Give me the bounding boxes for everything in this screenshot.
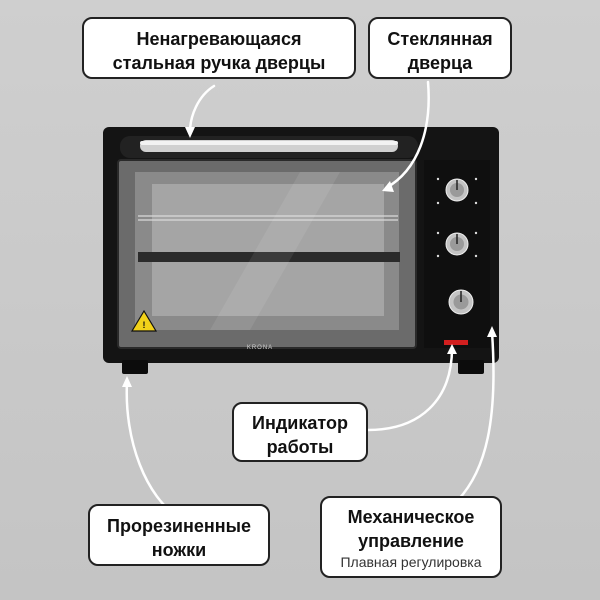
oven-foot-left [122,360,148,374]
arrow-glass-door [384,80,430,190]
callout-glass-door: Стеклянная дверца [368,17,512,79]
callout-handle-text: Ненагревающаяся стальная ручка дверцы [112,29,326,73]
callout-feet: Прорезиненные ножки [88,504,270,566]
callout-handle: Ненагревающаяся стальная ручка дверцы [82,17,356,79]
callout-glass-door-text: Стеклянная дверца [387,29,493,73]
arrow-indicator [366,346,454,432]
callout-control-subtext: Плавная регулировка [340,554,482,570]
callout-indicator: Индикатор работы [232,402,368,462]
arrow-heads [122,127,497,387]
callout-control-text: Механическое управление [347,507,475,551]
chamber-back [152,184,384,316]
arrow-control [456,330,495,502]
timer-knob [445,178,469,202]
callout-feet-text: Прорезиненные ножки [107,516,251,560]
baking-tray [138,252,400,262]
callout-indicator-text: Индикатор работы [252,413,348,457]
callout-control: Механическое управление Плавная регулиро… [320,496,502,578]
arrow-feet [125,380,182,520]
glass-reflection [210,172,340,330]
svg-text:!: ! [143,320,146,330]
brand-logo: KRONA [247,345,273,351]
mode-knob [448,289,474,315]
heat-warning-icon [130,309,158,332]
wire-rack [138,215,398,221]
indicator-light [444,340,468,345]
oven-foot-right [458,360,484,374]
arrow-handle [188,84,216,134]
temperature-knob [445,232,469,256]
